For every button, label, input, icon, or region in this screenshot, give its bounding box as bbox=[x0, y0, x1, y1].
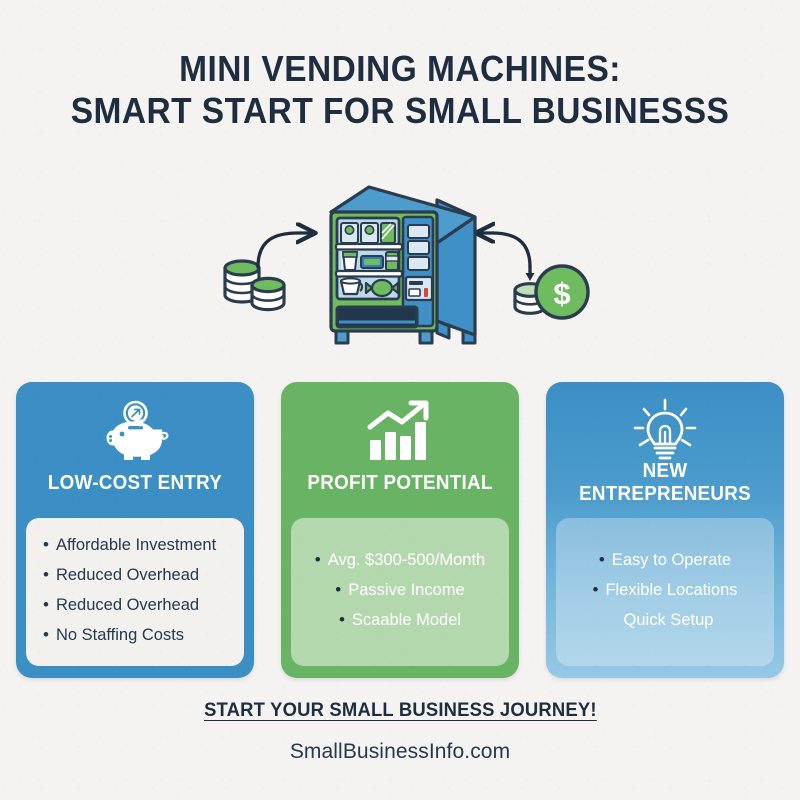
benefit-cards: LOW-COST ENTRY • Affordable Investment •… bbox=[0, 382, 800, 680]
list-item: • Easy to Operate bbox=[599, 545, 731, 575]
list-item-label: Reduced Overhead bbox=[55, 566, 200, 584]
list-item: • Reduced Overhead bbox=[43, 560, 199, 590]
title-line-2: SMART START FOR SMALL BUSINESSS bbox=[70, 90, 730, 131]
list-item-label: Reduced Overhead bbox=[55, 596, 200, 614]
bullet-dot: • bbox=[598, 550, 605, 569]
hero-illustration: $ bbox=[0, 155, 800, 360]
coin-stack-icon-left bbox=[223, 259, 286, 312]
card-bullets-profit-potential: • Avg. $300-500/Month • Passive Income •… bbox=[291, 518, 509, 666]
site-url[interactable]: SmallBusinessInfo.com bbox=[289, 740, 511, 763]
card-bullets-new-entrepreneurs: • Easy to Operate • Flexible Locations •… bbox=[556, 518, 774, 666]
list-item-label: Affordable Investment bbox=[55, 536, 217, 554]
card-title-low-cost-entry: LOW-COST ENTRY bbox=[47, 472, 223, 494]
cta-link[interactable]: START YOUR SMALL BUSINESS JOURNEY! bbox=[203, 700, 597, 721]
card-new-entrepreneurs[interactable]: NEW ENTREPRENEURS • Easy to Operate • Fl… bbox=[546, 382, 784, 678]
svg-text:$: $ bbox=[553, 276, 570, 311]
arrow-right-icon bbox=[256, 233, 313, 269]
list-item: • Passive Income bbox=[335, 575, 464, 605]
title-line-1: MINI VENDING MACHINES: bbox=[179, 48, 621, 89]
bullet-dot: • bbox=[43, 595, 49, 614]
bullet-dot: • bbox=[43, 565, 49, 584]
bullet-dot: • bbox=[314, 550, 321, 569]
arrow-left-icon bbox=[478, 233, 532, 269]
list-item: • Avg. $300-500/Month bbox=[315, 545, 485, 575]
card-title-line-2: ENTREPRENEURS bbox=[579, 483, 751, 505]
list-item: • No Staffing Costs bbox=[43, 620, 184, 650]
card-title-line-1: NEW bbox=[642, 460, 688, 482]
card-bullets-low-cost-entry: • Affordable Investment • Reduced Overhe… bbox=[26, 518, 244, 666]
bullet-dot: • bbox=[592, 580, 599, 599]
page-title: MINI VENDING MACHINES: SMART START FOR S… bbox=[0, 48, 800, 132]
lightbulb-icon bbox=[546, 396, 784, 470]
list-item-label: No Staffing Costs bbox=[55, 626, 185, 644]
bullet-dot: • bbox=[338, 610, 345, 629]
bullet-dot: • bbox=[43, 625, 49, 644]
card-title-new-entrepreneurs: NEW ENTREPRENEURS bbox=[561, 460, 770, 506]
list-item-label: Flexible Locations bbox=[605, 581, 738, 599]
list-item: • Quick Setup bbox=[617, 605, 714, 635]
list-item: • Reduced Overhead bbox=[43, 590, 199, 620]
card-profit-potential[interactable]: PROFIT POTENTIAL • Avg. $300-500/Month •… bbox=[281, 382, 519, 678]
list-item-label: Easy to Operate bbox=[611, 551, 732, 569]
list-item-label: Quick Setup bbox=[623, 611, 714, 629]
bullet-dot: • bbox=[335, 580, 342, 599]
list-item-label: Scaable Model bbox=[351, 611, 462, 629]
card-low-cost-entry[interactable]: LOW-COST ENTRY • Affordable Investment •… bbox=[16, 382, 254, 678]
list-item: • Scaable Model bbox=[339, 605, 461, 635]
footer: START YOUR SMALL BUSINESS JOURNEY! Small… bbox=[0, 700, 800, 764]
bullet-dot: • bbox=[43, 535, 49, 554]
vending-machine-illustration bbox=[329, 185, 477, 345]
dollar-coin-icon: $ bbox=[534, 264, 590, 320]
list-item: • Flexible Locations bbox=[592, 575, 737, 605]
card-title-profit-potential: PROFIT POTENTIAL bbox=[307, 472, 493, 494]
list-item-label: Avg. $300-500/Month bbox=[327, 551, 486, 569]
list-item-label: Passive Income bbox=[348, 581, 465, 599]
piggy-bank-icon bbox=[16, 396, 254, 470]
growth-chart-icon bbox=[281, 396, 519, 470]
list-item: • Affordable Investment bbox=[43, 530, 216, 560]
